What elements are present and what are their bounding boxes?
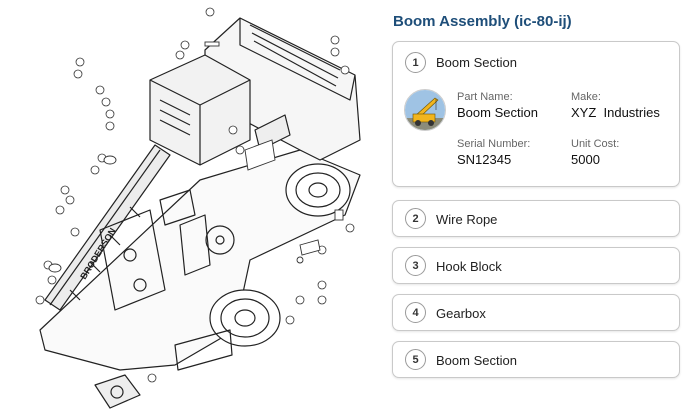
panel-title: Boom Assembly (ic-80-ij) — [393, 13, 572, 30]
make-label: Make: — [571, 91, 601, 103]
part-number-badge: 3 — [405, 255, 426, 276]
part-name: Hook Block — [436, 259, 502, 274]
part-name: Wire Rope — [436, 212, 498, 227]
crane-truck-photo-icon — [404, 89, 446, 131]
part-name: Boom Section — [436, 55, 517, 70]
part-name: Boom Section — [436, 353, 517, 368]
unit-cost-value: 5000 — [571, 152, 600, 167]
parts-panel: Boom Assembly (ic-80-ij) 1 Boom Section … — [392, 0, 684, 414]
callout-balloons — [35, 7, 355, 383]
part-card-5[interactable]: 5 Boom Section — [392, 341, 680, 378]
crane-exploded-view: BRODERSON — [35, 7, 361, 409]
unit-cost-label: Unit Cost: — [571, 138, 620, 150]
part-name-value: Boom Section — [457, 105, 538, 120]
part-number-badge: 5 — [405, 349, 426, 370]
part-name: Gearbox — [436, 306, 486, 321]
part-name-label: Part Name: — [457, 91, 513, 103]
part-card-2[interactable]: 2 Wire Rope — [392, 200, 680, 237]
serial-number-value: SN12345 — [457, 152, 512, 167]
part-number-badge: 1 — [405, 52, 426, 73]
exploded-diagram[interactable]: BRODERSON — [0, 0, 380, 414]
part-number-badge: 4 — [405, 302, 426, 323]
part-card-4[interactable]: 4 Gearbox — [392, 294, 680, 331]
part-number-badge: 2 — [405, 208, 426, 229]
part-card-1[interactable]: 1 Boom Section Part Name: Boom Section M… — [392, 41, 680, 187]
serial-number-label: Serial Number: — [457, 138, 531, 150]
make-value: XYZ Industries — [571, 105, 660, 120]
part-card-3[interactable]: 3 Hook Block — [392, 247, 680, 284]
